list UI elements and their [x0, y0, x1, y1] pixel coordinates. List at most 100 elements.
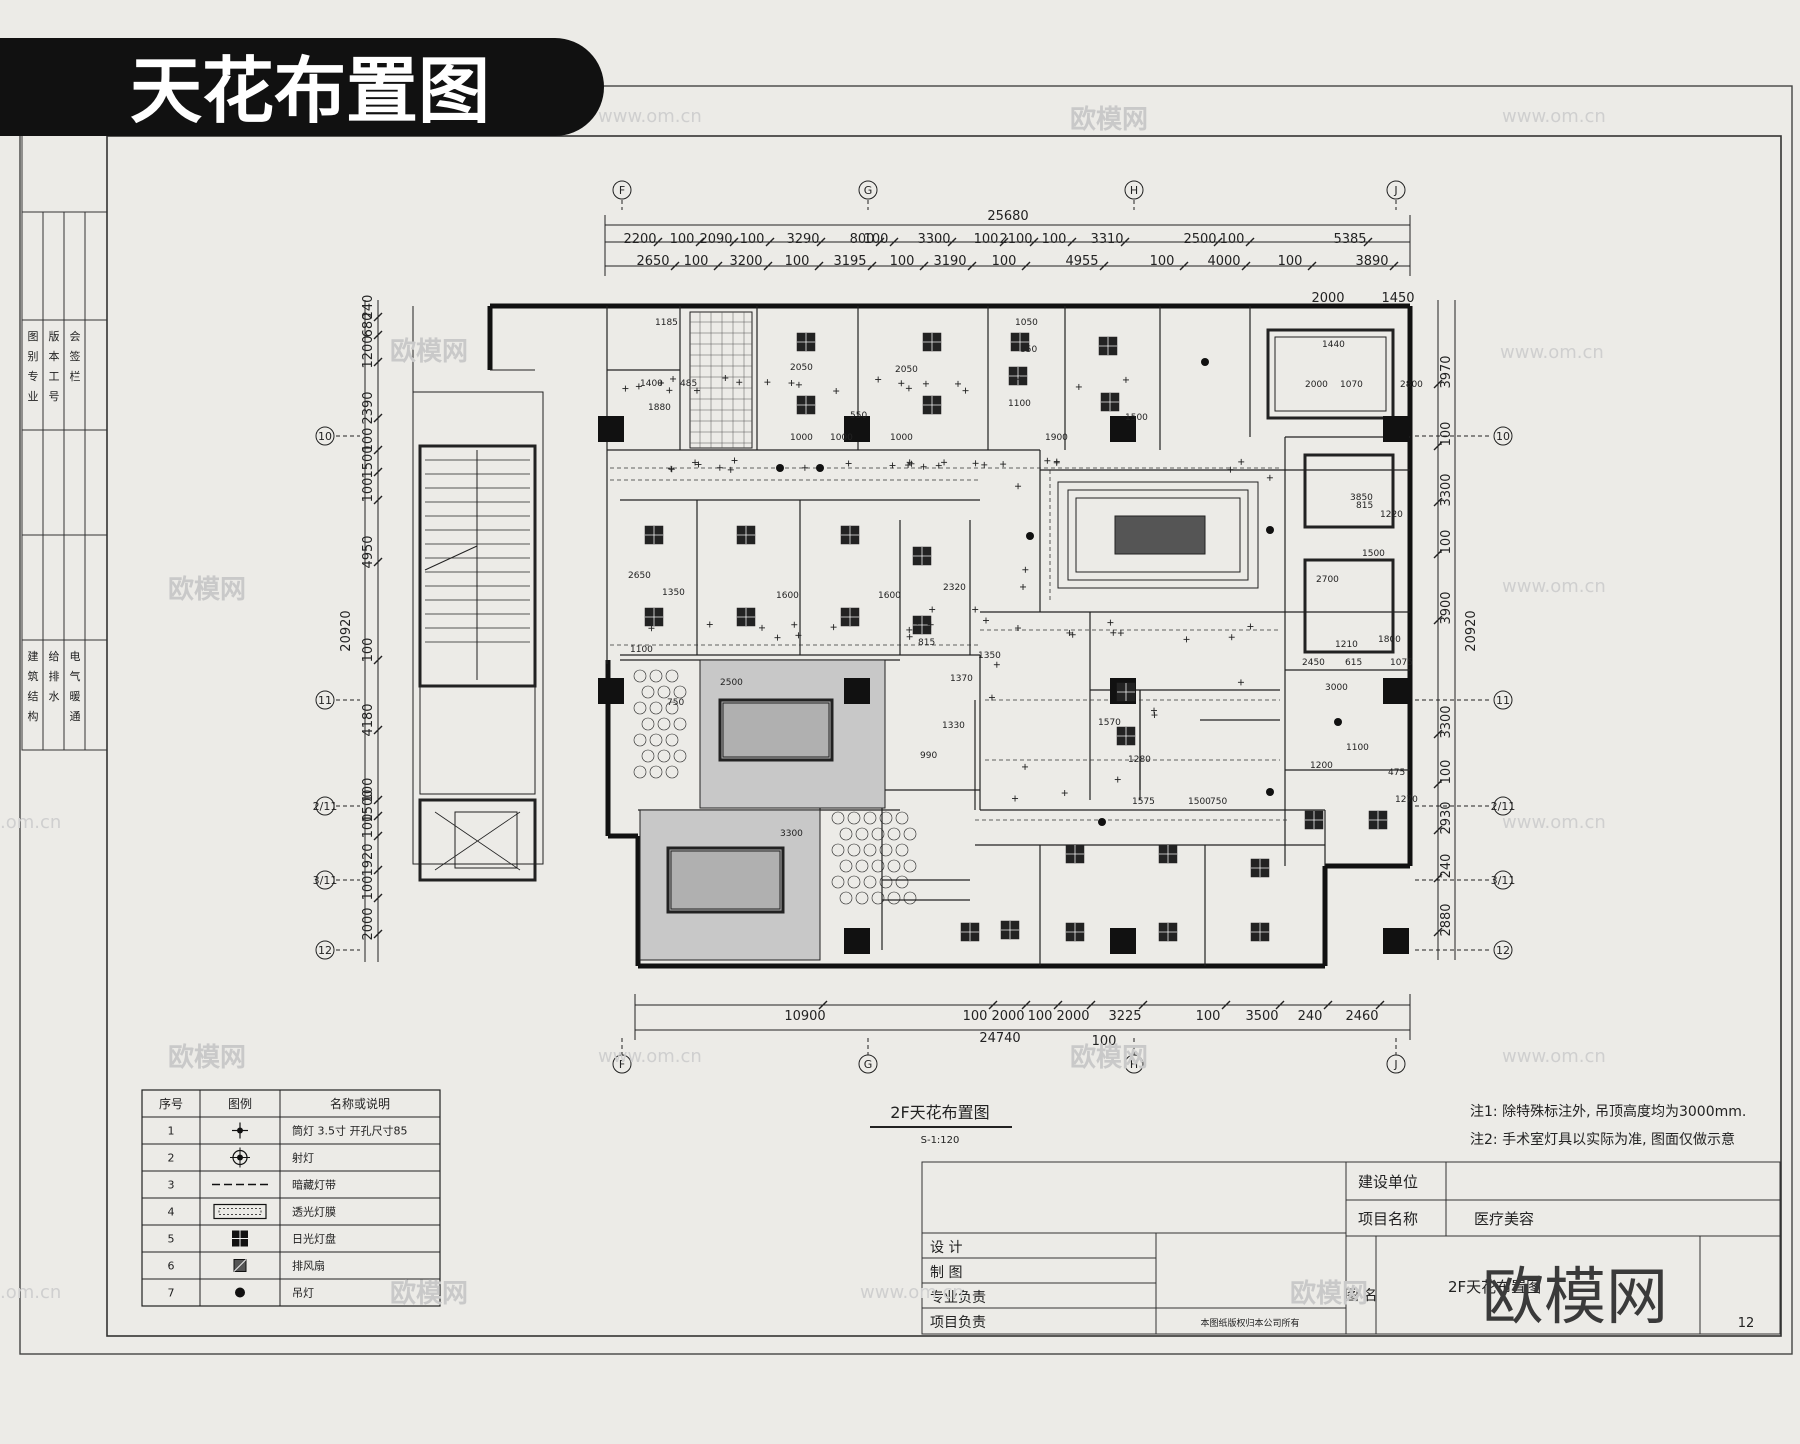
feature-light: [1114, 515, 1206, 555]
legend-row-name: 透光灯膜: [292, 1205, 336, 1219]
pendant-icon: [235, 1287, 245, 1298]
legend-row-name: 射灯: [292, 1151, 314, 1165]
room-dimension-label: 2450: [1302, 658, 1325, 668]
dim-text: 100: [1028, 1009, 1053, 1024]
svg-text:欧模网: 欧模网: [1070, 104, 1148, 135]
room-outline: [1067, 489, 1249, 581]
pendant-light: [816, 464, 824, 472]
legend-header: 名称或说明: [330, 1096, 390, 1111]
drawing-name-value: 2F天花布置图: [1448, 1278, 1541, 1296]
room-dimension-label: 2500: [720, 678, 743, 688]
axis-bubble-left-label: 11: [318, 694, 332, 707]
dim-text: 100: [740, 232, 765, 247]
structural-column: [1110, 928, 1136, 954]
room-dimension-label: 1370: [950, 674, 973, 684]
dim-text: 3500: [1245, 1009, 1278, 1024]
drawing-scale: S-1:120: [921, 1135, 960, 1146]
dim-text: 3300: [917, 232, 950, 247]
dim-text: 2000: [1311, 291, 1344, 306]
tile-hex: [831, 811, 845, 825]
axis-bubble-top: [1124, 180, 1144, 200]
axis-bubble-left: [315, 796, 335, 816]
axis-bubble-left-label: 3/11: [313, 874, 338, 887]
room-dimension-label: 3850: [1350, 493, 1373, 503]
tile-hex: [831, 875, 845, 889]
legend-row-name: 日光灯盘: [292, 1232, 336, 1246]
svg-text:.om.cn: .om.cn: [0, 1282, 61, 1303]
tile-hex: [863, 811, 877, 825]
axis-bubble-right-label: 12: [1496, 944, 1510, 957]
axis-bubble-bottom-label: F: [619, 1058, 625, 1071]
tile-hex: [649, 669, 663, 683]
strip-char: 暖: [70, 690, 81, 703]
tile-hex: [839, 827, 853, 841]
room-dimension-label: 2320: [943, 583, 966, 593]
dim-text: 2100: [999, 232, 1032, 247]
tile-hex: [855, 891, 869, 905]
svg-text:www.om.cn: www.om.cn: [860, 1282, 964, 1303]
tile-hex: [903, 827, 917, 841]
dim-text: 2000: [991, 1009, 1024, 1024]
light-film: [1303, 453, 1395, 529]
title-banner: [0, 38, 604, 136]
dim-right-total: 20920: [1464, 610, 1479, 651]
tile-hex: [895, 843, 909, 857]
legend-header: 图例: [228, 1097, 252, 1111]
dim-text: 3300: [1439, 473, 1454, 506]
tile-hex: [839, 859, 853, 873]
tile-hex: [633, 765, 647, 779]
axis-bubble-top: [858, 180, 878, 200]
structural-column: [598, 678, 624, 704]
room-dimension-label: 1500: [1188, 797, 1211, 807]
dim-text: 100: [1150, 254, 1175, 269]
room-dimension-label: 2050: [790, 363, 813, 373]
strip-char: 本: [49, 349, 60, 363]
dim-left-total: 20920: [339, 610, 354, 651]
dim-text: 100: [1196, 1009, 1221, 1024]
pendant-light: [1266, 788, 1274, 796]
tile-hex: [633, 669, 647, 683]
dim-text: 100: [974, 232, 999, 247]
dim-text: 3190: [933, 254, 966, 269]
project-value: 医疗美容: [1474, 1210, 1534, 1228]
structural-column: [598, 416, 624, 442]
strip-char: 建: [28, 649, 39, 663]
axis-bubble-left: [315, 690, 335, 710]
drawing-name-label: 图 名: [1345, 1288, 1377, 1304]
tile-hex: [847, 843, 861, 857]
watermarks: 欧模网 www.om.cn www.om.cn 欧模网 www.om.cn 欧模…: [0, 104, 1606, 1309]
strip-char: 通: [70, 710, 81, 723]
strip-char: 会: [70, 330, 81, 343]
dim-text: 4000: [1207, 254, 1240, 269]
legend-row-number: 6: [168, 1260, 175, 1273]
dim-text: 100: [864, 232, 889, 247]
dim-text: 240: [361, 295, 376, 320]
structural-column: [1383, 416, 1409, 442]
dim-text: 1200: [361, 335, 376, 368]
title-banner-text: 天花布置图: [130, 49, 490, 133]
room-dimension-label: 485: [680, 379, 697, 389]
spotlight-icon: [230, 1147, 250, 1168]
room-dimension-label: 815: [1356, 501, 1373, 511]
axis-bubble-bottom: [858, 1054, 878, 1074]
tile-hex: [887, 827, 901, 841]
room-dimension-label: 550: [850, 411, 867, 421]
dim-text: 2000: [361, 907, 376, 940]
legend-row-number: 2: [168, 1152, 175, 1165]
downlight-icon: [232, 1122, 248, 1139]
strip-char: 水: [49, 690, 60, 703]
room-dimension-label: 1280: [1128, 755, 1151, 765]
axis-bubble-top: [612, 180, 632, 200]
svg-text:www.om.cn: www.om.cn: [1502, 1046, 1606, 1067]
room-outline: [412, 391, 544, 865]
dim-text: 100: [684, 254, 709, 269]
structural-column: [1383, 928, 1409, 954]
axis-bubble-bottom: [612, 1054, 632, 1074]
room-dimension-label: 1000: [790, 433, 813, 443]
room-outline: [454, 811, 518, 869]
svg-text:www.om.cn: www.om.cn: [598, 106, 702, 127]
room-outline: [1274, 336, 1387, 412]
room-dimension-label: 2800: [1400, 380, 1423, 390]
